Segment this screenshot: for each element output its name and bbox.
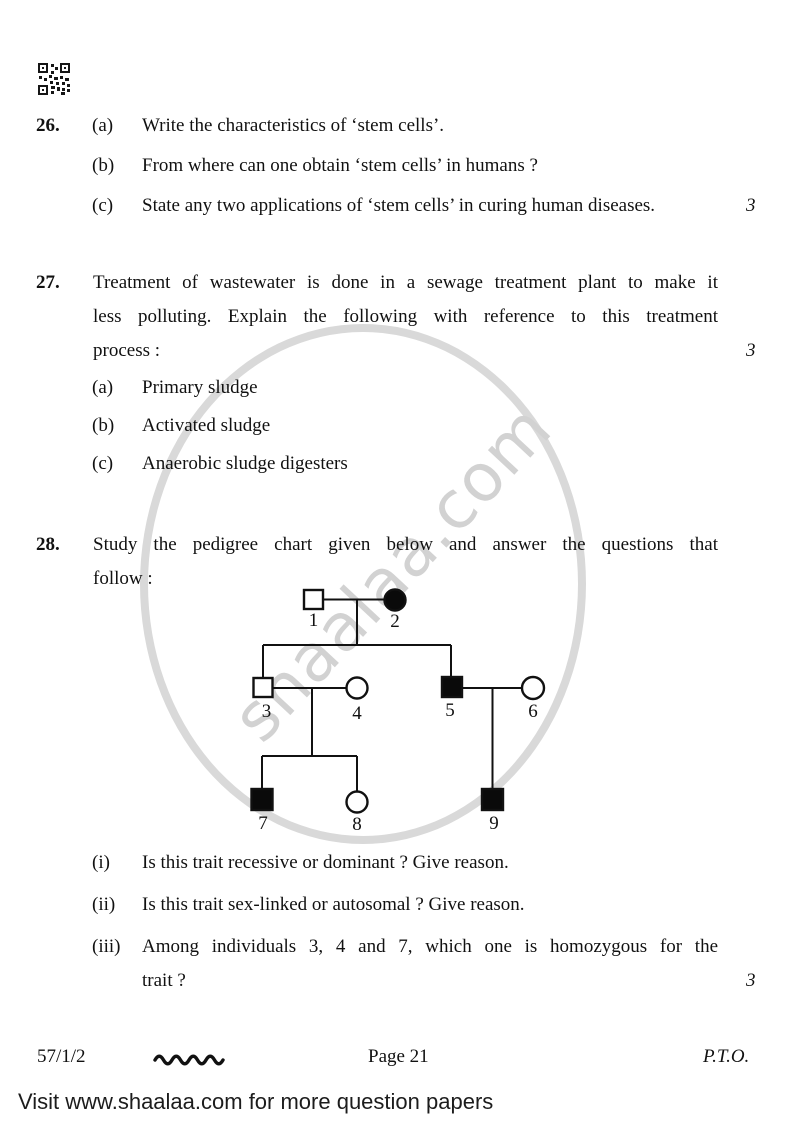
pedigree-chart: 1 2 3 4 5 6 7 8 9	[250, 588, 546, 835]
q26-part-a-text: Write the characteristics of ‘stem cells…	[142, 115, 445, 136]
q27-intro-line-2: less polluting. Explain the following wi…	[93, 306, 718, 327]
question-26-number: 26.	[36, 115, 60, 136]
q28-intro-line-2: follow :	[93, 568, 153, 589]
individual-3-unaffected-male-square	[252, 676, 274, 699]
individual-1-unaffected-male-square	[302, 588, 325, 611]
pedigree-label-3: 3	[262, 701, 272, 722]
pedigree-label-4: 4	[352, 703, 362, 724]
q27-part-b-text: Activated sludge	[142, 415, 271, 436]
q27-intro-line-1: Treatment of wastewater is done in a sew…	[93, 272, 718, 293]
q26-part-c-label: (c)	[92, 195, 114, 216]
qr-code	[37, 62, 71, 96]
pedigree-label-1: 1	[309, 610, 319, 631]
q28-marks: 3	[746, 970, 756, 991]
q27-part-c-label: (c)	[92, 453, 114, 474]
q26-part-b-label: (b)	[92, 155, 115, 176]
question-27-number: 27.	[36, 272, 60, 293]
footer-paper-code: 57/1/2	[37, 1046, 86, 1067]
squiggle-decoration	[153, 1054, 225, 1066]
individual-5-affected-male-square	[440, 675, 464, 699]
question-28-number: 28.	[36, 534, 60, 555]
q26-part-c-text: State any two applications of ‘stem cell…	[142, 195, 656, 216]
q28-subq-ii-label: (ii)	[92, 894, 116, 915]
pedigree-label-2: 2	[390, 611, 400, 632]
q27-intro-line-3: process :	[93, 340, 161, 361]
q26-part-b-text: From where can one obtain ‘stem cells’ i…	[142, 155, 538, 176]
q26-part-a-label: (a)	[92, 115, 114, 136]
q28-subq-ii-text: Is this trait sex-linked or autosomal ? …	[142, 894, 525, 915]
q28-subq-iii-line-2: trait ?	[142, 970, 186, 991]
q27-marks: 3	[746, 340, 756, 361]
pedigree-label-7: 7	[258, 813, 268, 834]
footer-page-number: Page 21	[368, 1046, 429, 1067]
q27-part-a-label: (a)	[92, 377, 114, 398]
q27-part-a-text: Primary sludge	[142, 377, 258, 398]
individual-4-unaffected-female-circle	[345, 676, 369, 700]
q26-marks: 3	[746, 195, 756, 216]
individual-8-unaffected-female-circle	[345, 790, 369, 814]
q28-subq-iii-label: (iii)	[92, 936, 121, 957]
q28-subq-i-label: (i)	[92, 852, 110, 873]
q28-intro-line-1: Study the pedigree chart given below and…	[93, 534, 718, 555]
individual-7-affected-male-square	[250, 787, 274, 812]
pedigree-label-8: 8	[352, 814, 362, 835]
pedigree-label-6: 6	[528, 701, 538, 722]
q28-subq-i-text: Is this trait recessive or dominant ? Gi…	[142, 852, 509, 873]
pedigree-label-9: 9	[489, 813, 499, 834]
footer-pto-label: P.T.O.	[703, 1046, 750, 1067]
visit-shaalaa-link-text: Visit www.shaalaa.com for more question …	[18, 1089, 494, 1114]
q27-part-b-label: (b)	[92, 415, 115, 436]
pedigree-label-5: 5	[445, 700, 455, 721]
individual-9-affected-male-square	[480, 787, 505, 812]
watermark-ring	[140, 324, 586, 844]
individual-2-affected-female-circle	[383, 588, 407, 612]
individual-6-unaffected-female-circle	[520, 675, 546, 701]
q27-part-c-text: Anaerobic sludge digesters	[142, 453, 348, 474]
q28-subq-iii-line-1: Among individuals 3, 4 and 7, which one …	[142, 936, 718, 957]
